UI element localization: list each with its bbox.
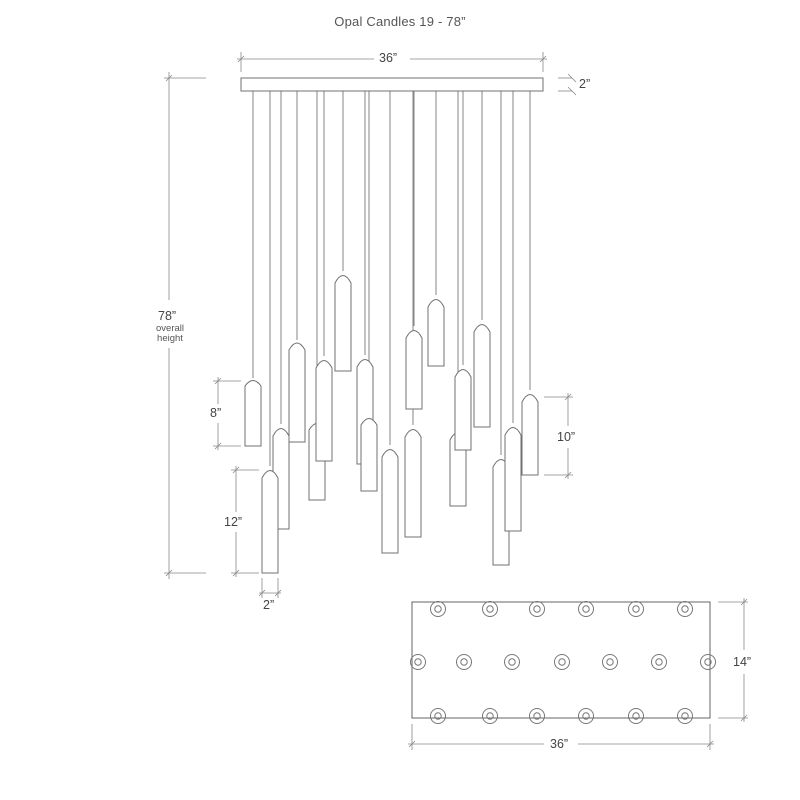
overall-height-value: 78” <box>158 309 177 323</box>
shade-14 <box>454 369 472 451</box>
shade-1 <box>244 380 262 447</box>
overall-height-label-1: overall <box>156 323 184 334</box>
shade-8 <box>360 418 378 492</box>
shade-diameter-label: 2” <box>263 598 275 612</box>
overall-height-label-2: height <box>157 333 183 344</box>
shade-12 <box>427 299 445 367</box>
plan-view-ports <box>410 601 716 724</box>
plan-width-label: 36” <box>550 737 569 751</box>
plan-dimension-lines <box>408 598 748 750</box>
shade-3 <box>288 342 306 443</box>
shade-11 <box>405 330 423 410</box>
plan-depth-label: 14” <box>733 655 752 669</box>
shade-19 <box>261 470 279 574</box>
shade-10 <box>404 429 422 538</box>
dimension-lines <box>164 52 577 598</box>
diagram-title: Opal Candles 19 - 78” <box>334 14 466 29</box>
canopy <box>240 77 544 92</box>
shade-9 <box>381 449 399 554</box>
short-shade-label: 8” <box>210 406 222 420</box>
shade-5 <box>315 360 333 462</box>
pendant-shades <box>244 275 539 574</box>
shade-17 <box>504 427 522 532</box>
shade-6 <box>334 275 352 372</box>
medium-shade-label: 10” <box>557 430 576 444</box>
canopy-width-label: 36” <box>379 51 398 65</box>
shade-18 <box>521 394 539 476</box>
shade-15 <box>473 324 491 428</box>
long-shade-label: 12” <box>224 515 243 529</box>
canopy-height-label: 2” <box>579 77 591 91</box>
